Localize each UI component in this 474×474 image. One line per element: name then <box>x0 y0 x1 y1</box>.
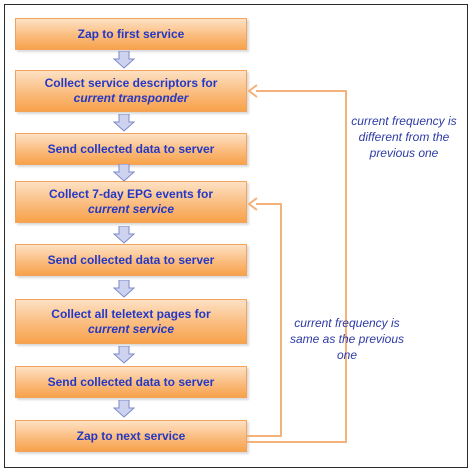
down-arrow-icon <box>113 280 135 298</box>
step-collect-teletext-pages: Collect all teletext pages for current s… <box>15 299 247 344</box>
inner-loop-line <box>247 203 282 437</box>
down-arrow-icon <box>113 114 135 132</box>
step-send-data-2: Send collected data to server <box>15 244 247 276</box>
step-label-italic: current service <box>87 202 175 216</box>
step-label: Collect all teletext pages for <box>51 306 211 321</box>
step-label: Send collected data to server <box>47 374 215 389</box>
outer-loop-arrowhead-icon <box>247 84 258 98</box>
down-arrow-icon <box>113 164 135 182</box>
step-zap-first-service: Zap to first service <box>15 18 247 50</box>
down-arrow-icon <box>113 226 135 244</box>
step-label: Send collected data to server <box>47 252 215 267</box>
step-send-data-3: Send collected data to server <box>15 366 247 398</box>
step-label: Collect service descriptors for <box>44 76 218 90</box>
step-send-data-1: Send collected data to server <box>15 133 247 165</box>
diagram-frame <box>4 4 468 468</box>
step-label: Collect 7-day EPG events for <box>48 187 214 201</box>
step-zap-next-service: Zap to next service <box>15 420 247 452</box>
step-collect-service-descriptors: Collect service descriptors for current … <box>15 70 247 112</box>
outer-loop-condition: current frequency is different from the … <box>351 114 457 161</box>
outer-loop-line <box>247 90 347 443</box>
step-label: Send collected data to server <box>47 141 215 156</box>
down-arrow-icon <box>113 51 135 69</box>
step-label: Zap to first service <box>77 26 185 41</box>
down-arrow-icon <box>113 400 135 418</box>
step-collect-epg-events: Collect 7-day EPG events for current ser… <box>15 181 247 223</box>
inner-loop-condition: current frequency is same as the previou… <box>289 316 405 363</box>
step-label-italic: current service <box>87 321 175 336</box>
inner-loop-arrowhead-icon <box>247 197 258 211</box>
down-arrow-icon <box>113 346 135 364</box>
step-label-italic: current transponder <box>73 91 189 105</box>
step-label: Zap to next service <box>76 428 186 443</box>
